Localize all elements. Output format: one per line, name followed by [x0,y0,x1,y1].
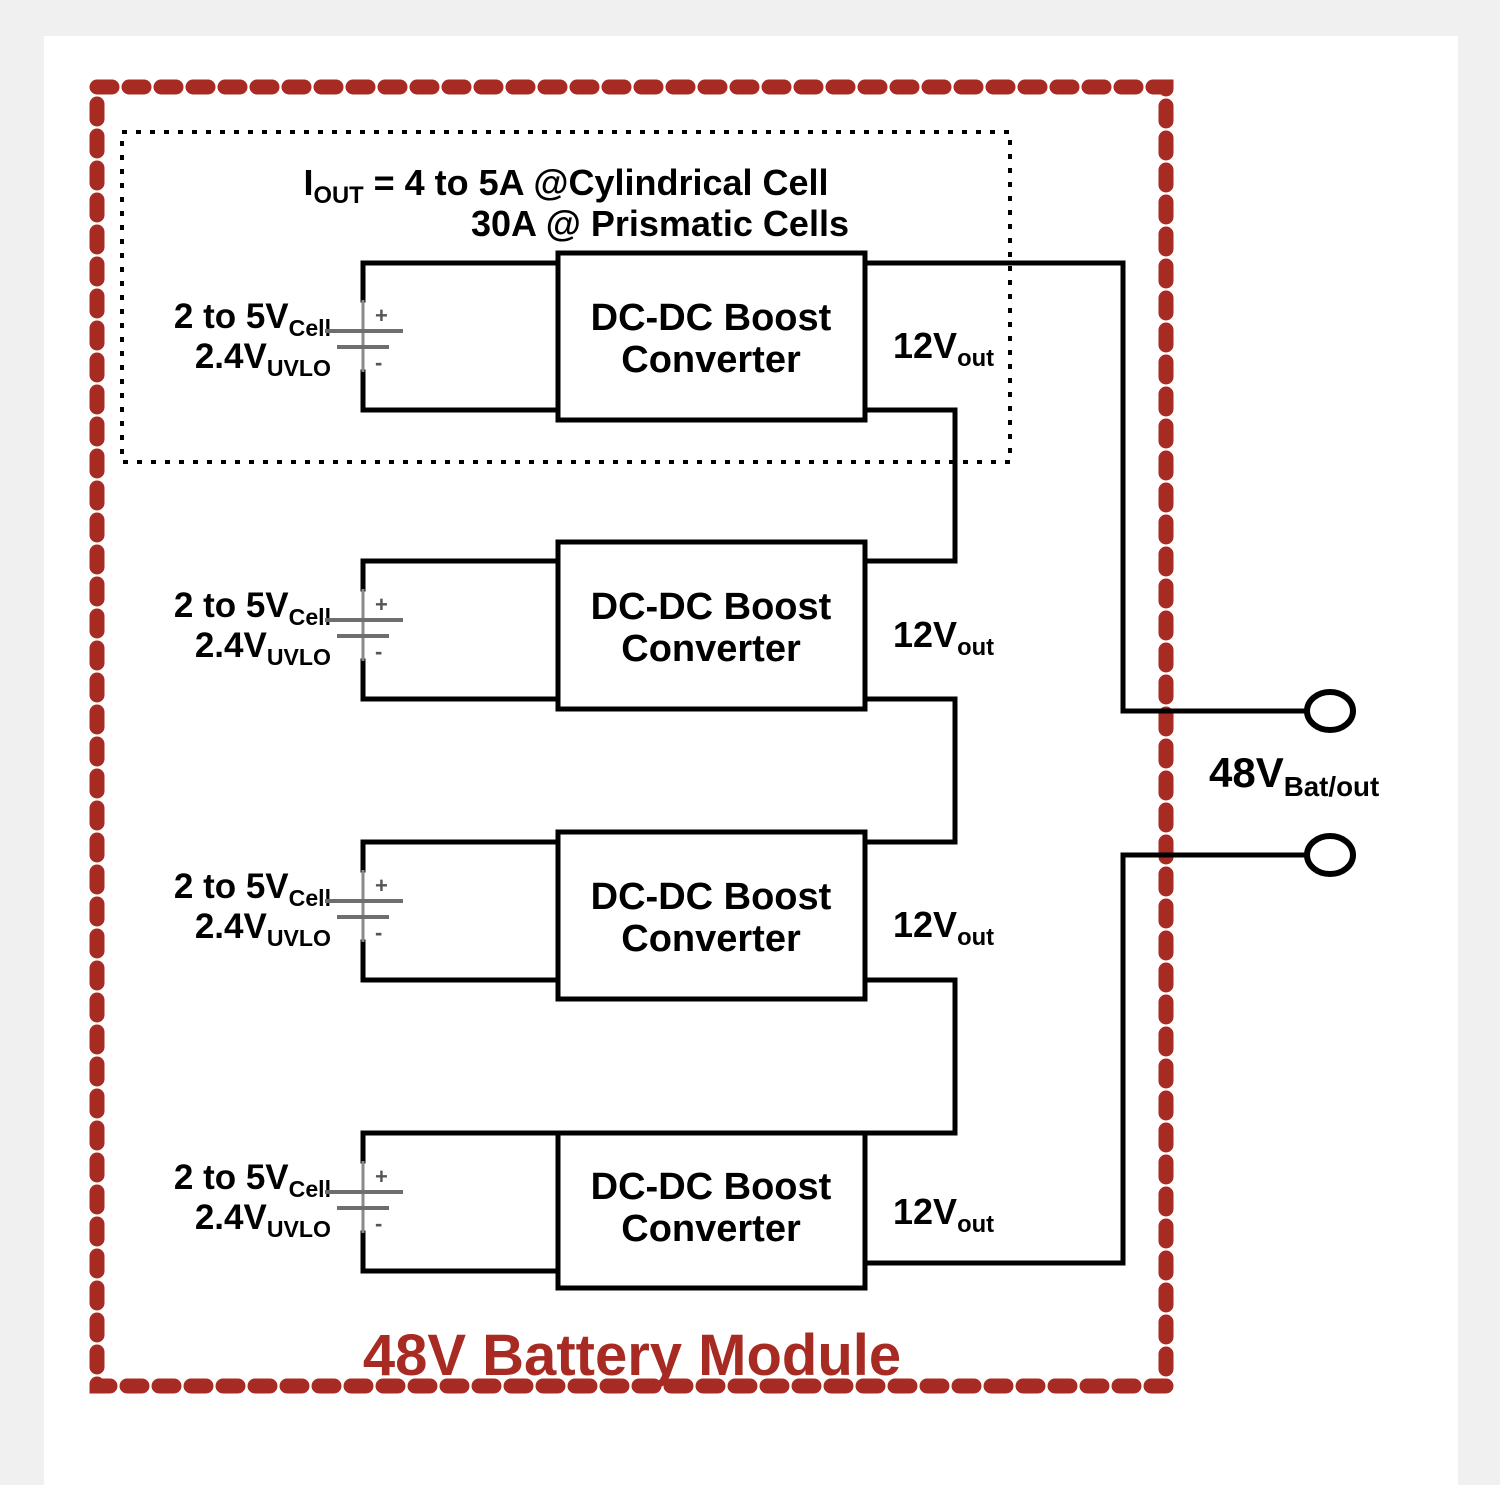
output-terminal-label: 48VBat/out [1209,749,1379,802]
output-terminal-negative[interactable] [1304,833,1356,877]
stage-2-battery-plus-sign: + [375,592,388,617]
stage-4-battery-minus-sign: - [375,1211,382,1236]
stage-2-group: 2 to 5VCell 2.4VUVLO + - DC-DC Boost Con… [174,539,994,845]
stage-2-battery-minus-sign: - [375,639,382,664]
stage-4-converter-box[interactable] [555,1130,868,1291]
negative-output-bus [1120,852,1313,1266]
stage-1-output-label: 12Vout [893,325,994,372]
stage-1-converter-box[interactable] [555,250,868,423]
positive-output-bus [1120,260,1313,714]
stage-4-cell-voltage-label: 2 to 5VCell [174,1158,331,1202]
stage-2-converter-line2: Converter [621,628,801,670]
stage-3-converter-line1: DC-DC Boost [591,876,832,918]
stage-1-uvlo-label: 2.4VUVLO [195,337,331,381]
stage-3-converter-box[interactable] [555,829,868,1002]
stage-4-converter-line2: Converter [621,1208,801,1250]
current-spec-line1: IOUT = 4 to 5A @Cylindrical Cell [303,162,828,209]
stage-4-output-label: 12Vout [893,1191,994,1238]
current-spec-line2: 30A @ Prismatic Cells [471,203,849,244]
stage-3-uvlo-label: 2.4VUVLO [195,907,331,951]
stage-4-uvlo-label: 2.4VUVLO [195,1198,331,1242]
stage-3-cell-voltage-label: 2 to 5VCell [174,867,331,911]
stage-1-converter-line1: DC-DC Boost [591,297,832,339]
stage-1-battery-plus-sign: + [375,303,388,328]
output-terminal-positive[interactable] [1304,689,1356,733]
stage-2-converter-box[interactable] [555,539,868,712]
stage-4-group: 2 to 5VCell 2.4VUVLO + - DC-DC Boost Con… [174,1130,1126,1291]
single-stage-highlight-box [120,130,1012,464]
stage-4-converter-line1: DC-DC Boost [591,1166,832,1208]
stage-2-cell-voltage-label: 2 to 5VCell [174,586,331,630]
stage-1-to-stage-2-link [862,407,958,564]
stage-1-converter-line2: Converter [621,339,801,381]
stage-2-converter-line1: DC-DC Boost [591,586,832,628]
stage-2-to-stage-3-link [862,696,958,845]
stage-3-to-stage-4-link [862,977,958,1136]
stage-1-cell-voltage-label: 2 to 5VCell [174,297,331,341]
stage-3-group: 2 to 5VCell 2.4VUVLO + - DC-DC Boost Con… [174,829,994,1136]
stage-2-uvlo-label: 2.4VUVLO [195,626,331,670]
stage-1-battery-minus-sign: - [375,350,382,375]
stage-3-battery-minus-sign: - [375,920,382,945]
stage-3-output-label: 12Vout [893,904,994,951]
stage-1-group: 2 to 5VCell 2.4VUVLO + - DC-DC Boost Con… [174,250,1126,564]
module-title: 48V Battery Module [363,1323,901,1388]
stage-4-battery-plus-sign: + [375,1164,388,1189]
stage-3-converter-line2: Converter [621,918,801,960]
module-boundary [89,79,1174,1394]
stage-3-battery-plus-sign: + [375,873,388,898]
stage-2-output-label: 12Vout [893,614,994,661]
